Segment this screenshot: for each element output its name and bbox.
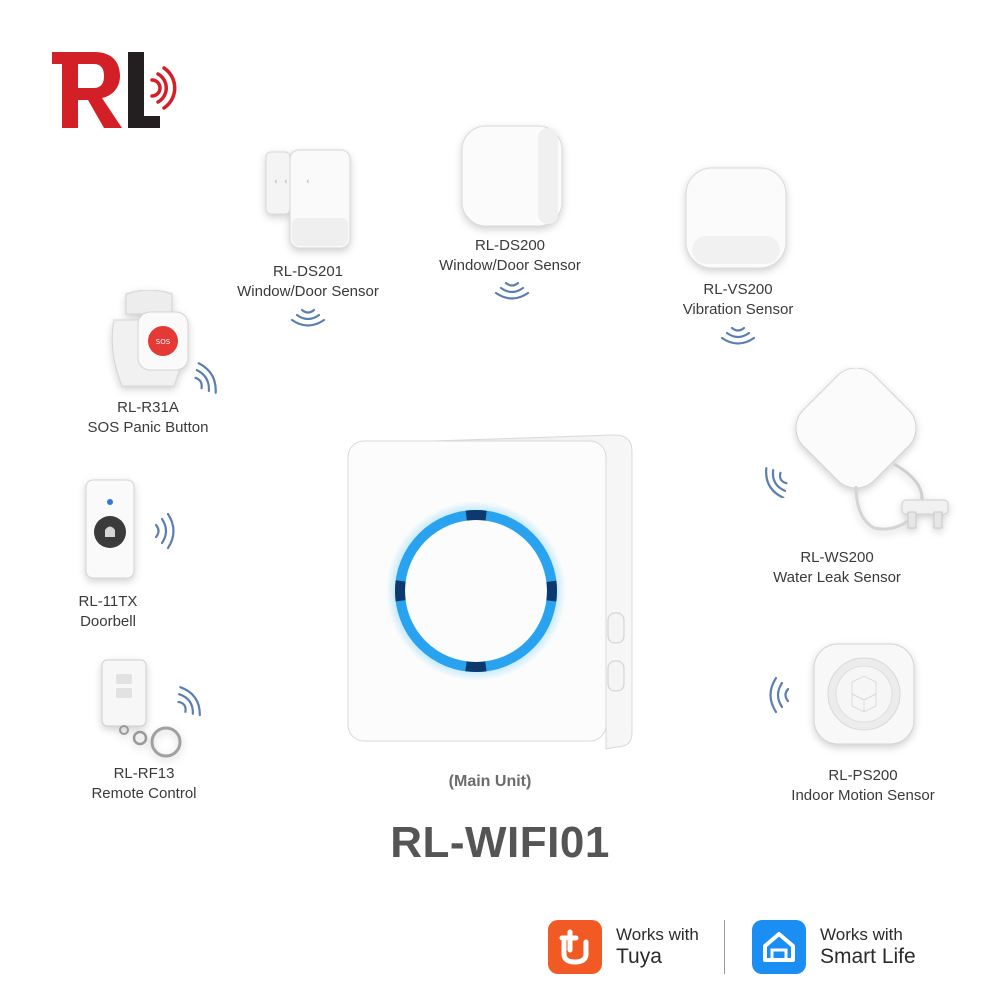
tuya-badge-text: Works with Tuya — [616, 924, 699, 968]
rf13-label: RL-RF13 Remote Control — [74, 764, 214, 804]
ws200-sensor-image — [794, 367, 954, 536]
badge-divider — [724, 920, 725, 974]
ps200-label: RL-PS200 Indoor Motion Sensor — [788, 766, 938, 806]
vs200-sensor-image — [684, 166, 788, 270]
wave-icon — [194, 362, 217, 394]
11tx-model: RL-11TX — [78, 593, 138, 610]
brand-logo — [48, 44, 178, 136]
vs200-label: RL-VS200 Vibration Sensor — [658, 280, 818, 320]
ds201-model: RL-DS201 — [272, 263, 344, 280]
wave-icon — [177, 686, 201, 717]
tuya-badge-line1: Works with — [616, 925, 699, 944]
11tx-doorbell-image — [84, 478, 136, 580]
ws200-model: RL-WS200 — [800, 549, 874, 566]
tuya-badge-line2: Tuya — [616, 945, 662, 968]
svg-text:‹: ‹ — [274, 177, 278, 187]
ps200-model: RL-PS200 — [828, 767, 898, 784]
smart-life-badge-text: Works with Smart Life — [820, 924, 916, 968]
svg-text:‹: ‹ — [306, 177, 310, 187]
smart-life-icon — [752, 920, 806, 974]
svg-text:‹: ‹ — [284, 177, 288, 187]
smart-life-badge-line1: Works with — [820, 925, 903, 944]
ps200-motion-sensor-image — [812, 642, 916, 746]
led-ring — [386, 501, 566, 681]
wave-icon — [154, 512, 175, 550]
ws200-name: Water Leak Sensor — [773, 569, 901, 586]
ds200-label: RL-DS200 Window/Door Sensor — [430, 236, 590, 276]
ds200-name: Window/Door Sensor — [439, 257, 581, 274]
ps200-name: Indoor Motion Sensor — [791, 787, 935, 804]
sos-text: SOS — [156, 338, 171, 346]
rf13-name: Remote Control — [91, 785, 197, 802]
wave-icon — [494, 281, 530, 300]
11tx-label: RL-11TX Doorbell — [48, 592, 168, 632]
r31a-model: RL-R31A — [117, 399, 179, 416]
rl-letters — [52, 52, 160, 128]
r31a-label: RL-R31A SOS Panic Button — [78, 398, 218, 438]
r31a-panic-button-image: SOS — [108, 289, 190, 392]
wave-icon — [765, 467, 788, 498]
ds201-sensor-image: ‹ ‹ ‹ — [262, 148, 354, 250]
vs200-name: Vibration Sensor — [682, 301, 794, 318]
wave-icon — [769, 676, 790, 714]
vs200-model: RL-VS200 — [703, 281, 773, 298]
tuya-icon — [548, 920, 602, 974]
ws200-label: RL-WS200 Water Leak Sensor — [762, 548, 912, 588]
ds201-name: Window/Door Sensor — [237, 283, 379, 300]
side-buttons — [607, 612, 625, 692]
11tx-name: Doorbell — [80, 613, 136, 630]
wave-icon — [720, 326, 756, 345]
signal-icon — [150, 66, 177, 110]
smart-life-badge-line2: Smart Life — [820, 945, 916, 968]
ds200-sensor-image — [460, 124, 564, 228]
main-unit-caption: (Main Unit) — [448, 773, 532, 790]
ds201-label: RL-DS201 Window/Door Sensor — [228, 262, 388, 302]
main-unit-image — [346, 433, 636, 753]
r31a-name: SOS Panic Button — [87, 419, 209, 436]
ds200-model: RL-DS200 — [474, 237, 546, 254]
product-title: RL-WIFI01 — [390, 818, 610, 867]
wave-icon — [290, 308, 326, 327]
rf13-model: RL-RF13 — [113, 765, 175, 782]
rf13-remote-image — [100, 658, 188, 758]
